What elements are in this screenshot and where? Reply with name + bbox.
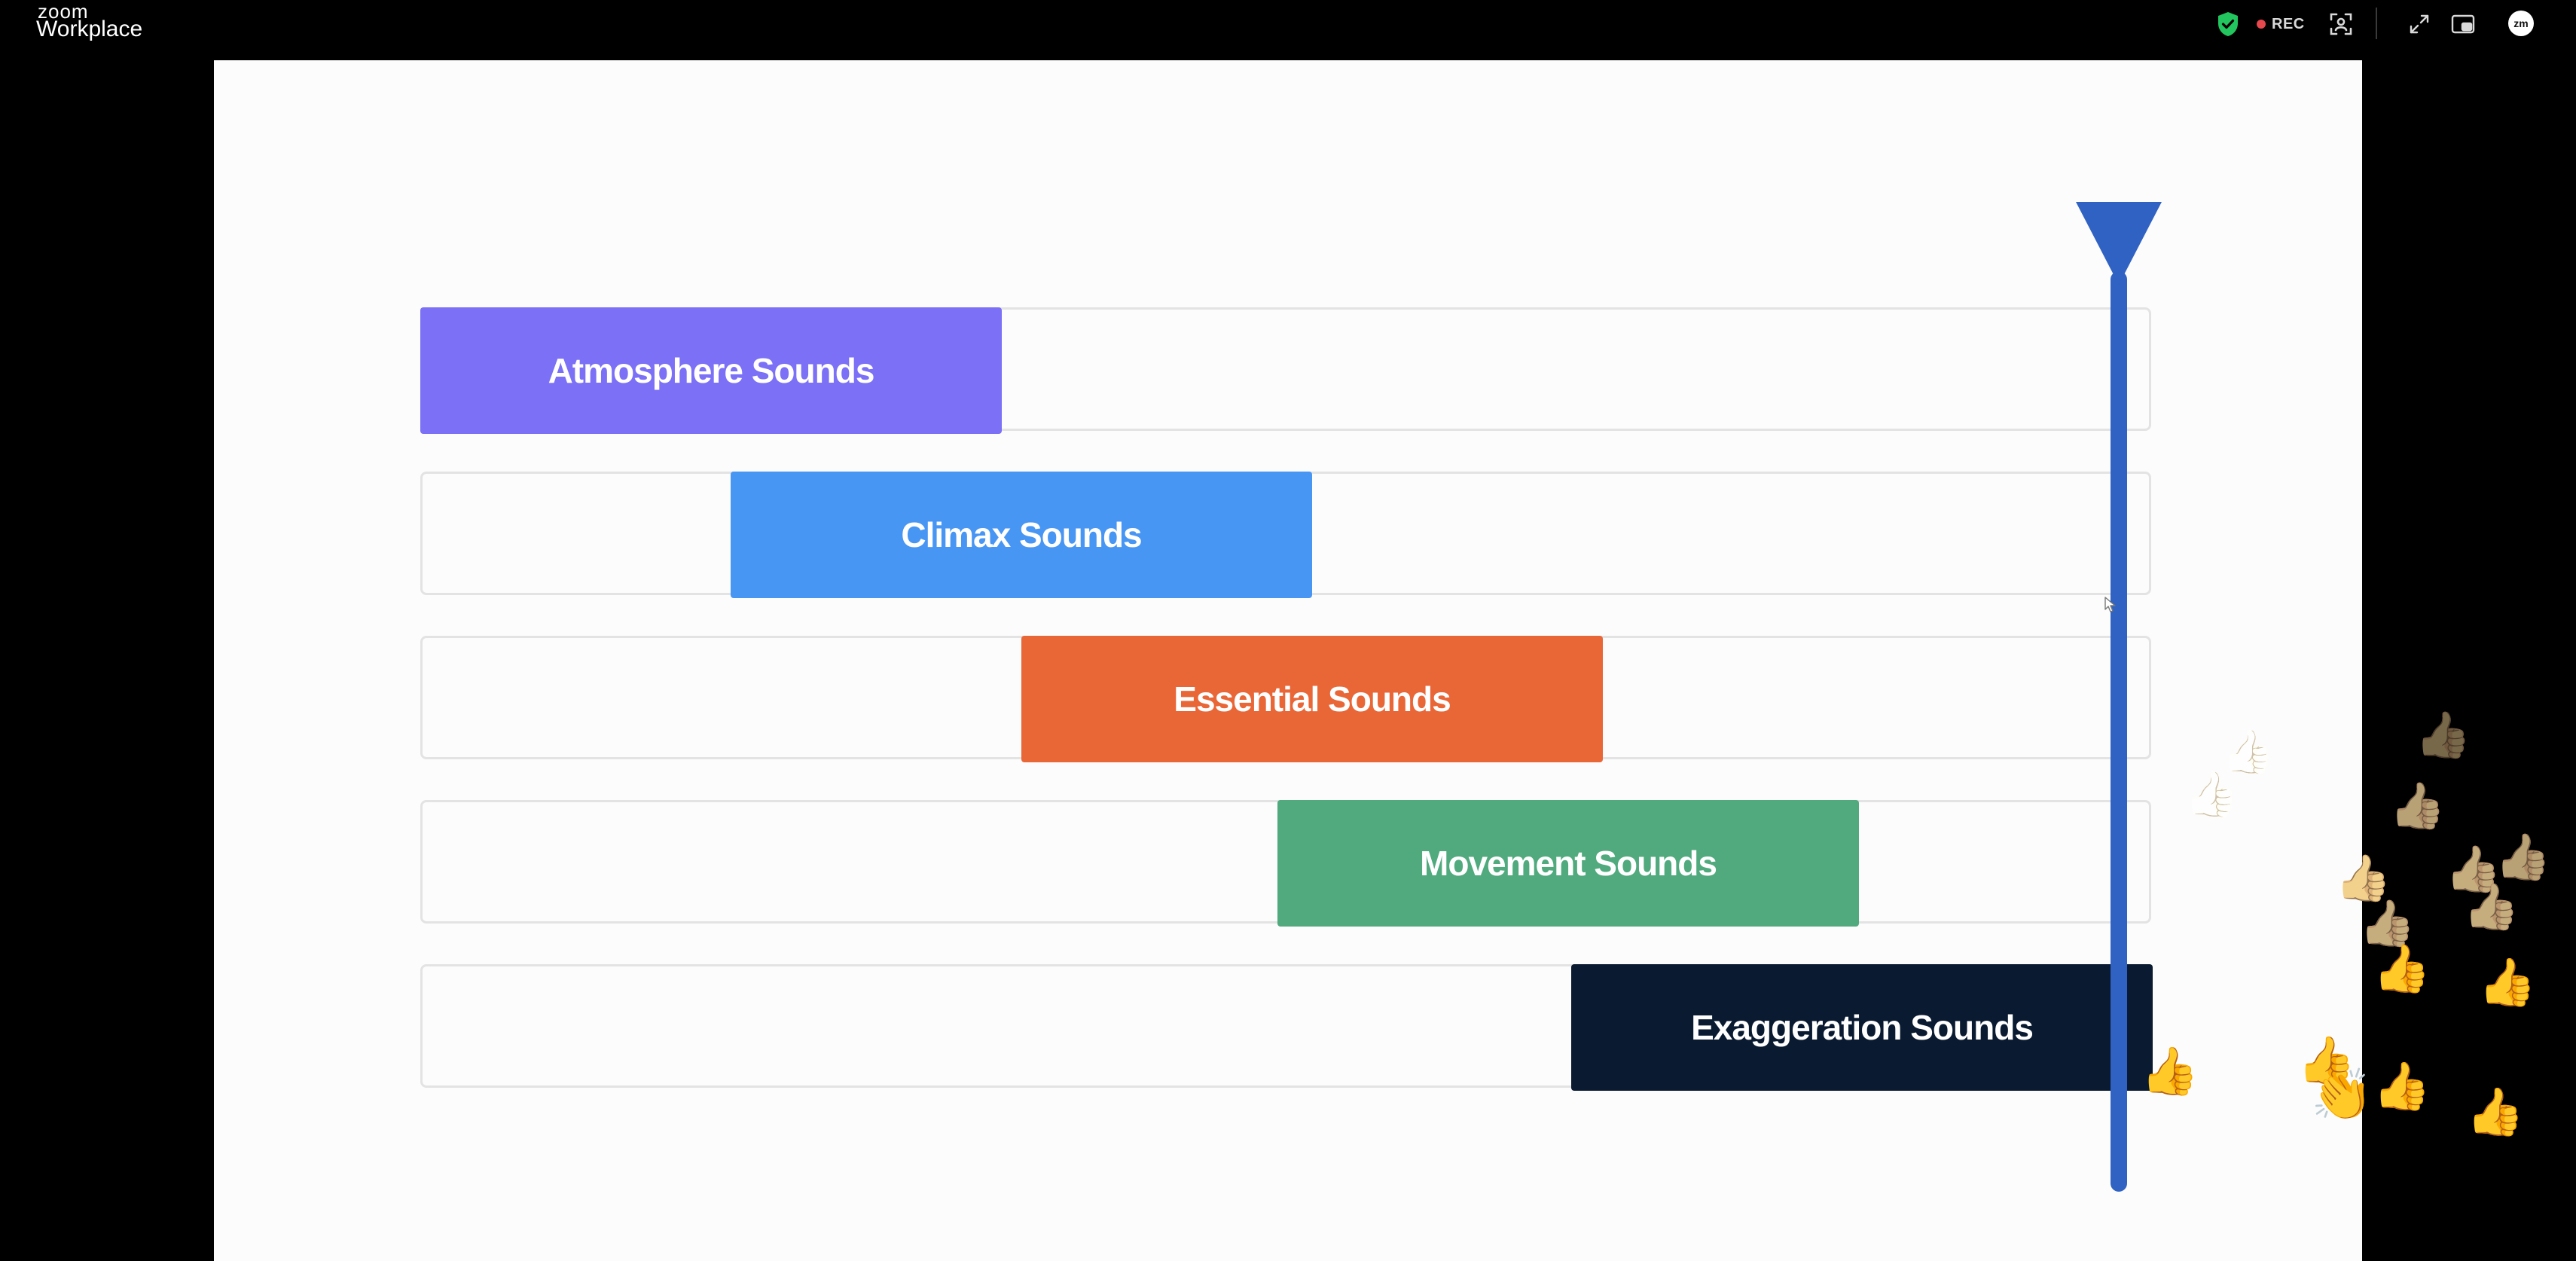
thumbs-up-reaction-icon: 👍	[2222, 728, 2275, 775]
focus-icon[interactable]	[2327, 11, 2355, 38]
brand-workplace-text: Workplace	[36, 17, 143, 41]
thumbs-up-reaction-icon: 👍	[2415, 710, 2471, 760]
mouse-cursor-icon	[2104, 597, 2117, 617]
thumbs-up-reaction-icon: 👍	[2373, 943, 2431, 995]
timeline-block-movement: Movement Sounds	[1277, 800, 1859, 927]
block-label: Atmosphere Sounds	[548, 351, 875, 390]
thumbs-up-reaction-icon: 👍	[2445, 844, 2501, 894]
brand-zoom-text: zoom	[38, 0, 89, 23]
timeline-block-essential: Essential Sounds	[1021, 636, 1603, 762]
thumbs-up-reaction-icon: 👍	[2478, 957, 2537, 1009]
timeline-block-atmosphere: Atmosphere Sounds	[420, 307, 1002, 434]
block-label: Movement Sounds	[1420, 844, 1717, 883]
recording-label: REC	[2272, 15, 2305, 32]
expand-icon[interactable]	[2406, 11, 2433, 38]
thumbs-up-reaction-icon: 👍	[2141, 1046, 2199, 1098]
meeting-top-bar: zoom Workplace REC zm	[0, 0, 2576, 60]
shared-screen-slide: Atmosphere Sounds Climax Sounds Essentia…	[214, 60, 2362, 1261]
picture-in-picture-icon[interactable]	[2449, 11, 2477, 38]
thumbs-up-reaction-icon: 👍	[2373, 1061, 2431, 1113]
playhead-line	[2111, 271, 2127, 1192]
thumbs-up-reaction-icon: 👍	[2359, 898, 2416, 948]
thumbs-up-reaction-icon: 👍	[2466, 1086, 2525, 1138]
block-label: Climax Sounds	[901, 515, 1142, 554]
avatar[interactable]: zm	[2508, 11, 2534, 36]
thumbs-up-reaction-icon: 👍	[2495, 832, 2551, 882]
thumbs-up-reaction-icon: 👍	[2389, 780, 2446, 831]
recording-indicator[interactable]: REC	[2257, 14, 2305, 35]
thumbs-up-reaction-icon: 👍	[2335, 853, 2391, 903]
block-label: Essential Sounds	[1174, 679, 1451, 719]
thumbs-up-reaction-icon: 👍	[2184, 770, 2239, 819]
timeline-block-climax: Climax Sounds	[731, 472, 1312, 598]
block-label: Exaggeration Sounds	[1691, 1008, 2034, 1047]
timeline-block-exaggeration: Exaggeration Sounds	[1571, 964, 2153, 1091]
clap-reaction-icon: 👏	[2311, 1067, 2373, 1122]
shield-check-icon[interactable]	[2214, 11, 2242, 38]
thumbs-up-reaction-icon: 👍	[2463, 881, 2520, 932]
recording-dot-icon	[2257, 20, 2266, 29]
playhead-marker-icon	[2076, 202, 2162, 289]
thumbs-up-reaction-icon: 👍	[2297, 1035, 2356, 1087]
toolbar-divider	[2376, 8, 2377, 39]
